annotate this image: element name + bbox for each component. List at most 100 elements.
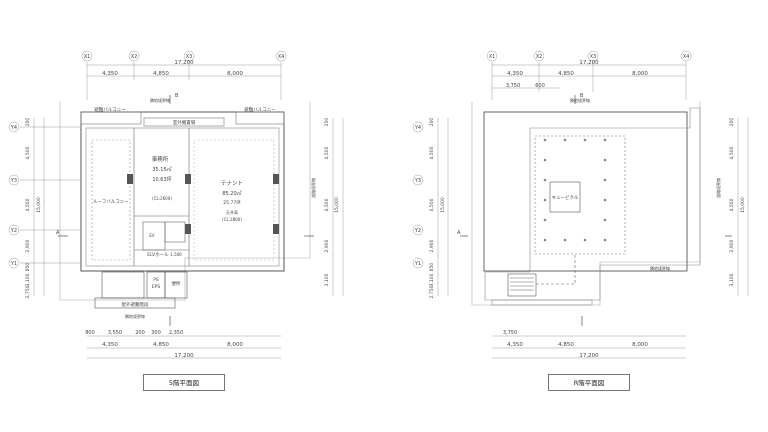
row-dim-l-total: 15,000 (36, 197, 42, 213)
rf-dim-bottom-total: 17,200 (579, 353, 599, 359)
rf-row-dim-l-6: 3,100 (429, 273, 435, 286)
rf-road-line-label: 道路境界線 (715, 178, 721, 198)
cubicle-label: キュービクル (552, 194, 579, 201)
grid-bubble-x1 (81, 50, 93, 62)
row-dim-l-2: 4,500 (25, 146, 31, 159)
boundary-bottom-label: 隣地境界線 (125, 313, 145, 319)
section-a-left: A (56, 230, 60, 236)
rf-row-dim-l-7: 2,750 (429, 285, 435, 298)
rf-row-dim-r-1: 200 (729, 118, 735, 127)
boundary-top-label: 隣地境界線 (150, 97, 170, 103)
row-dim-l-4: 2,900 (25, 239, 31, 252)
row-dim-r-4: 2,900 (324, 239, 330, 252)
rf-grid-label-x4: X4 (683, 54, 690, 60)
plan-5f (58, 95, 314, 326)
rf-boundary-top-label: 隣地境界線 (570, 97, 590, 103)
tenant-area: 85.20㎡ (222, 190, 241, 197)
rf-dim-bottom-1: 4,350 (507, 342, 523, 348)
rf-dim-bottom-a: 3,750 (503, 330, 517, 336)
office-name: 事務所 (152, 155, 169, 163)
rf-row-dim-l-4: 2,900 (429, 239, 435, 252)
row-dim-r-2: 4,500 (324, 146, 330, 159)
caption-5f: 5階平面図 (143, 374, 225, 391)
row-dim-l-3: 4,500 (25, 198, 31, 211)
row-dim-l-5: 850 (25, 263, 31, 272)
dim-top-2: 4,850 (153, 71, 169, 77)
rf-grid-label-y1: Y1 (414, 261, 421, 267)
rf-row-dim-l-1: 200 (429, 118, 435, 127)
rf-dim-total-top: 17,200 (579, 60, 599, 66)
rf-dim-bottom-3: 8,000 (632, 342, 648, 348)
grid-label-y1: Y1 (10, 261, 17, 267)
dim-bottom-a3: 200 (135, 330, 145, 336)
balcony-right-label: 避難バルコニー (244, 106, 276, 113)
outdoor-unit-label: 室外機置場 (173, 119, 196, 126)
tenant-tsubo: 25.77坪 (223, 199, 241, 206)
ps-label: PS (153, 277, 159, 283)
dim-total-top: 17,200 (174, 60, 194, 66)
row-dim-l-7: 2,750 (25, 285, 31, 298)
grid-bubble-x3 (183, 50, 195, 62)
dim-bottom-a1: 800 (85, 330, 95, 336)
dim-bottom-2: 4,850 (153, 342, 169, 348)
row-dim-l-6: 3,100 (25, 273, 31, 286)
row-dim-l-1: 200 (25, 118, 31, 127)
row-dim-r-3: 4,500 (324, 198, 330, 211)
rf-row-dim-r-2: 4,500 (729, 146, 735, 159)
ev-label: EV (149, 233, 155, 238)
plan-rf (460, 95, 732, 326)
tenant-ceiling: 天井高 (226, 209, 238, 215)
rf-row-dim-r-4: 2,900 (729, 239, 735, 252)
row-dim-r-1: 200 (324, 118, 330, 127)
rf-grid-label-y3: Y3 (414, 178, 421, 184)
rf-dim-top-2: 4,850 (558, 71, 574, 77)
rf-dim-bottom-2: 4,850 (558, 342, 574, 348)
rf-dim-top-a1: 3,750 (506, 83, 520, 89)
grid-label-y2: Y2 (10, 228, 17, 234)
rf-dim-top-3: 8,000 (632, 71, 648, 77)
stair-label: 屋外避難階段 (122, 301, 149, 308)
grid-label-x3: X3 (186, 54, 193, 60)
row-dim-r-5: 3,100 (324, 273, 330, 286)
rf-grid-label-x2: X2 (536, 54, 543, 60)
rf-dim-top-1: 4,350 (507, 71, 523, 77)
office-ceiling: (CL:2600) (152, 196, 172, 201)
grid-label-x1: X1 (84, 54, 91, 60)
rf-grid-label-x1: X1 (489, 54, 496, 60)
rf-boundary-side-label: 隣地境界線 (650, 265, 670, 271)
dim-bottom-1: 4,350 (102, 342, 118, 348)
elv-hall-label: ELVホール (147, 252, 169, 258)
dim-bottom-total: 17,200 (174, 353, 194, 359)
rf-row-dim-r-total: 15,000 (740, 197, 746, 213)
grid-label-y4: Y4 (10, 125, 17, 131)
grid-bubble-x4 (275, 50, 287, 62)
caption-rf: R階平面図 (548, 374, 630, 391)
road-line-label: 道路境界線 (310, 178, 316, 198)
rf-grid-label-y4: Y4 (414, 125, 421, 131)
rf-row-dim-l-2: 4,500 (429, 146, 435, 159)
office-area: 35.15㎡ (152, 166, 171, 173)
dim-bottom-a4: 300 (151, 330, 161, 336)
rf-row-dim-l-total: 15,000 (440, 197, 446, 213)
grid-label-x2: X2 (131, 54, 138, 60)
roof-balcony-label: ルーフバルコニー (93, 199, 129, 205)
rf-row-dim-l-3: 4,500 (429, 198, 435, 211)
tenant-name: テナント (221, 180, 243, 187)
grid-label-y3: Y3 (10, 178, 17, 184)
dim-1500: 1,500 (170, 252, 182, 257)
tenant-ceiling-val: (CL:2800) (222, 217, 242, 222)
toilet-label: 便所 (172, 280, 181, 287)
rf-row-dim-l-5: 850 (429, 263, 435, 272)
office-tsubo: 10.63坪 (152, 176, 171, 183)
rf-grid-label-y2: Y2 (414, 228, 421, 234)
rf-row-dim-r-5: 3,100 (729, 273, 735, 286)
dim-bottom-3: 8,000 (227, 342, 243, 348)
dim-top-3: 8,000 (227, 71, 243, 77)
grid-bubble-x2 (128, 50, 140, 62)
dim-top-1: 4,350 (102, 71, 118, 77)
rf-section-b: B (580, 93, 584, 99)
rf-dim-top-a2: 600 (535, 83, 545, 89)
row-dim-r-total: 15,000 (334, 197, 340, 213)
grid-label-x4: X4 (278, 54, 285, 60)
